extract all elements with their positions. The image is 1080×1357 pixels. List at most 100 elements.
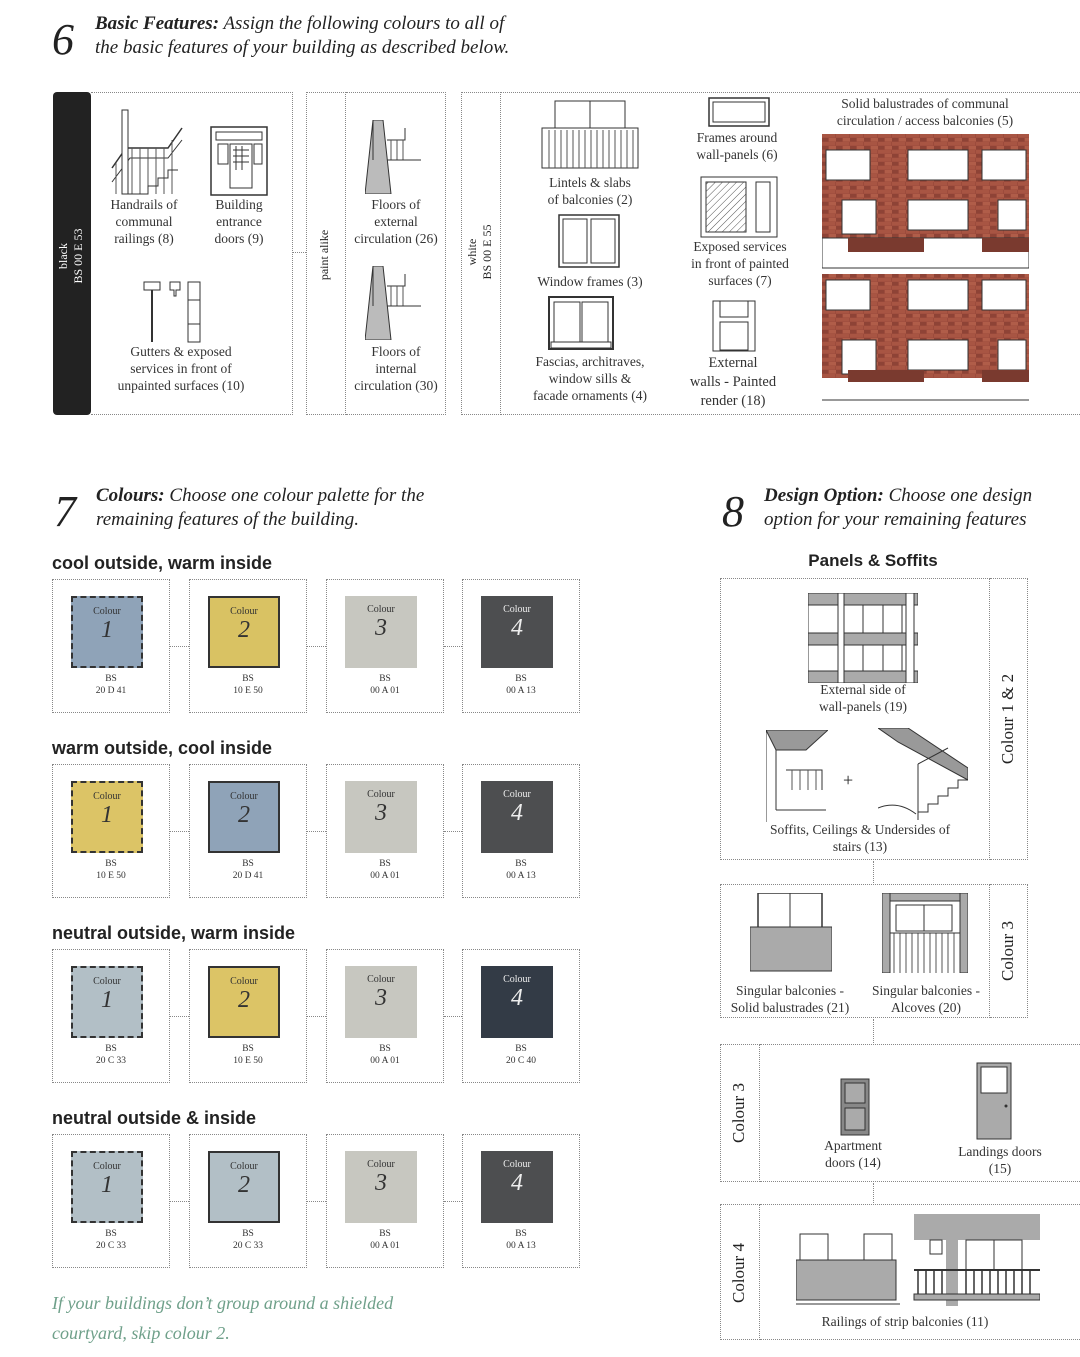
palette-connector bbox=[444, 831, 462, 832]
swatch-number: 3 bbox=[375, 615, 387, 641]
swatch-colour-word: Colour bbox=[367, 974, 395, 985]
landings-door-icon bbox=[976, 1062, 1012, 1140]
palette-title[interactable]: neutral outside & inside bbox=[52, 1108, 257, 1128]
palette-colour-card[interactable] bbox=[189, 949, 307, 1083]
swatch-number: 1 bbox=[101, 802, 113, 828]
section-8-title-line2: option for your remaining features bbox=[764, 509, 1027, 530]
window-frames-caption: Window frames (3) bbox=[537, 274, 643, 289]
swatch-number: 4 bbox=[511, 800, 523, 826]
swatch-number: 3 bbox=[375, 800, 387, 826]
entrance-door-icon bbox=[210, 126, 268, 196]
solid-balustrade-balcony-icon bbox=[750, 893, 832, 972]
section-7-heading: Colours: Choose one colour palette for t… bbox=[96, 484, 536, 532]
swatch-colour-word: Colour bbox=[503, 1159, 531, 1170]
palette-colour-card[interactable] bbox=[326, 764, 444, 898]
connector-opt2-opt3 bbox=[873, 1019, 874, 1043]
palette-title[interactable]: warm outside, cool inside bbox=[52, 738, 273, 758]
connector-opt1-opt2 bbox=[873, 861, 874, 883]
swatch-number: 4 bbox=[511, 615, 523, 641]
section-7-title-bold: Colours: bbox=[96, 485, 165, 506]
colour4-label: Colour 4 bbox=[729, 1243, 748, 1303]
palette-colour-card[interactable] bbox=[326, 949, 444, 1083]
courtyard-note: If your buildings don’t group around a s… bbox=[52, 1293, 394, 1343]
palette-colour-card[interactable] bbox=[52, 764, 170, 898]
section-7-title-line2: remaining features of the building. bbox=[96, 509, 359, 530]
palette-colour-card[interactable] bbox=[52, 579, 170, 713]
swatch-colour-word: Colour bbox=[230, 791, 258, 802]
swatch-colour-word: Colour bbox=[93, 1161, 121, 1172]
palette-colour-card[interactable] bbox=[326, 1134, 444, 1268]
fascias-caption: Fascias, architraves,window sills &facad… bbox=[533, 354, 647, 403]
palette-connector bbox=[444, 646, 462, 647]
swatch-colour-word: Colour bbox=[230, 1161, 258, 1172]
swatch-number: 2 bbox=[238, 1172, 250, 1198]
section-6-title-rest: Assign the following colours to all of bbox=[219, 13, 505, 34]
palette-colour-card[interactable] bbox=[189, 579, 307, 713]
frames-panels-icon bbox=[708, 97, 770, 127]
alcoves-caption: Singular balconies -Alcoves (20) bbox=[872, 983, 980, 1015]
black-colour-bar bbox=[53, 92, 91, 415]
palette-colour-card[interactable] bbox=[52, 1134, 170, 1268]
palette-colour-card[interactable] bbox=[52, 949, 170, 1083]
palette-colour-card[interactable] bbox=[462, 949, 580, 1083]
option-colour4-label-box bbox=[720, 1204, 760, 1340]
white-features-box bbox=[501, 92, 1080, 415]
swatch-number: 4 bbox=[511, 985, 523, 1011]
landings-caption: Landings doors(15) bbox=[958, 1144, 1042, 1176]
white-colour-label-box bbox=[461, 92, 501, 415]
option-colour3-label-box bbox=[990, 884, 1028, 1018]
palette-title[interactable]: neutral outside, warm inside bbox=[52, 923, 296, 943]
swatch-number: 2 bbox=[238, 802, 250, 828]
swatch-number: 3 bbox=[375, 985, 387, 1011]
section-8-title-bold: Design Option: bbox=[764, 485, 884, 506]
panels-soffits-title: Panels & Soffits bbox=[808, 551, 938, 570]
strip-balcony-railing-icon bbox=[796, 1214, 1040, 1306]
option-colour4-box bbox=[760, 1204, 1080, 1340]
option-colour12-box bbox=[720, 578, 990, 860]
palette-connector bbox=[307, 646, 326, 647]
palette-title[interactable]: cool outside, warm inside bbox=[52, 553, 273, 573]
swatch-colour-word: Colour bbox=[367, 1159, 395, 1170]
palette-colour-card[interactable] bbox=[326, 579, 444, 713]
palette-colour-card[interactable] bbox=[462, 1134, 580, 1268]
connector-opt3-opt4 bbox=[873, 1183, 874, 1203]
section-8-number: 8 bbox=[722, 487, 744, 536]
swatch-number: 1 bbox=[101, 1172, 113, 1198]
palette-colour-card[interactable] bbox=[462, 579, 580, 713]
swatch-number: 2 bbox=[238, 617, 250, 643]
palette-colour-card[interactable] bbox=[462, 764, 580, 898]
swatch-colour-word: Colour bbox=[230, 606, 258, 617]
swatch-colour-word: Colour bbox=[367, 789, 395, 800]
section-6-title-line2: the basic features of your building as d… bbox=[95, 37, 510, 58]
section-6-number: 6 bbox=[52, 15, 74, 64]
palette-colour-card[interactable] bbox=[189, 764, 307, 898]
colour12-label: Colour 1 & 2 bbox=[998, 673, 1017, 765]
palette-colour-card[interactable] bbox=[189, 1134, 307, 1268]
plus-sign: + bbox=[843, 770, 854, 790]
swatch-colour-word: Colour bbox=[93, 606, 121, 617]
